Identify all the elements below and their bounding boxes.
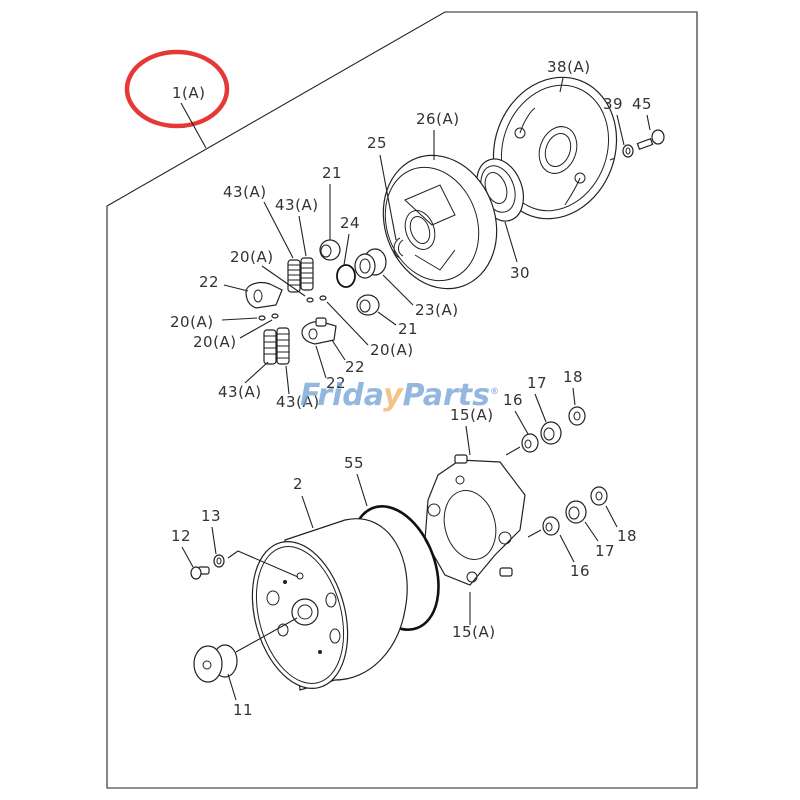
label-20A-1: 20(A) (230, 248, 274, 266)
part-17-bush-upper (540, 421, 562, 445)
label-21-upper: 21 (322, 164, 342, 182)
label-22-upper: 22 (199, 273, 219, 291)
part-12-bolt (190, 566, 210, 580)
part-15-block (424, 454, 526, 586)
label-39: 39 (603, 95, 623, 113)
label-17-lower: 17 (595, 542, 615, 560)
part-13-washer (213, 554, 225, 568)
label-43A-3: 43(A) (218, 383, 262, 401)
part-17-bush-lower (565, 500, 587, 524)
label-24: 24 (340, 214, 360, 232)
label-17-upper: 17 (527, 374, 547, 392)
label-21-lower: 21 (398, 320, 418, 338)
label-12: 12 (171, 527, 191, 545)
part-26-housing (382, 154, 498, 290)
part-16-sleeve-lower (542, 516, 560, 536)
label-15A-lower: 15(A) (452, 623, 496, 641)
label-18-lower: 18 (617, 527, 637, 545)
label-18-upper: 18 (563, 368, 583, 386)
part-43-springs-upper (287, 257, 314, 293)
label-55: 55 (344, 454, 364, 472)
label-26A: 26(A) (416, 110, 460, 128)
part-11-plug (193, 644, 238, 683)
label-16-lower: 16 (570, 562, 590, 580)
part-16-sleeve-upper (521, 433, 539, 453)
part-43-springs-lower (263, 327, 290, 365)
part-25-snap-ring (393, 237, 404, 259)
label-11: 11 (233, 701, 253, 719)
part-22-lower (301, 317, 337, 345)
label-13: 13 (201, 507, 221, 525)
label-25: 25 (367, 134, 387, 152)
part-38-cover (492, 76, 618, 220)
label-45: 45 (632, 95, 652, 113)
label-20A-3: 20(A) (193, 333, 237, 351)
part-18-washer-upper (568, 406, 586, 426)
label-16-upper: 16 (503, 391, 523, 409)
part-21-bush-lower (356, 294, 380, 316)
label-43A-2: 43(A) (275, 196, 319, 214)
watermark-fridayparts: FridayParts® (300, 378, 499, 413)
part-45-bolt (636, 129, 665, 150)
diagram-frame (106, 11, 698, 789)
part-39-washer (622, 144, 634, 158)
label-2: 2 (293, 475, 303, 493)
label-30: 30 (510, 264, 530, 282)
label-22-lower-1: 22 (345, 358, 365, 376)
label-22-lower-2: 22 (326, 374, 346, 392)
label-23A: 23(A) (415, 301, 459, 319)
part-21-bush-upper (319, 239, 341, 261)
label-43A-4: 43(A) (276, 393, 320, 411)
part-24-o-ring (336, 264, 356, 288)
label-20A-4: 20(A) (370, 341, 414, 359)
highlight-circle (124, 49, 230, 129)
part-20-small (258, 295, 327, 321)
label-38A: 38(A) (547, 58, 591, 76)
label-20A-2: 20(A) (170, 313, 214, 331)
part-22-upper (245, 281, 283, 309)
part-2-body (251, 518, 408, 691)
label-15A-upper: 15(A) (450, 406, 494, 424)
part-23-piston (354, 248, 387, 279)
part-18-washer-lower (590, 486, 608, 506)
callout-1A: 1(A) (172, 84, 206, 102)
label-43A-1: 43(A) (223, 183, 267, 201)
